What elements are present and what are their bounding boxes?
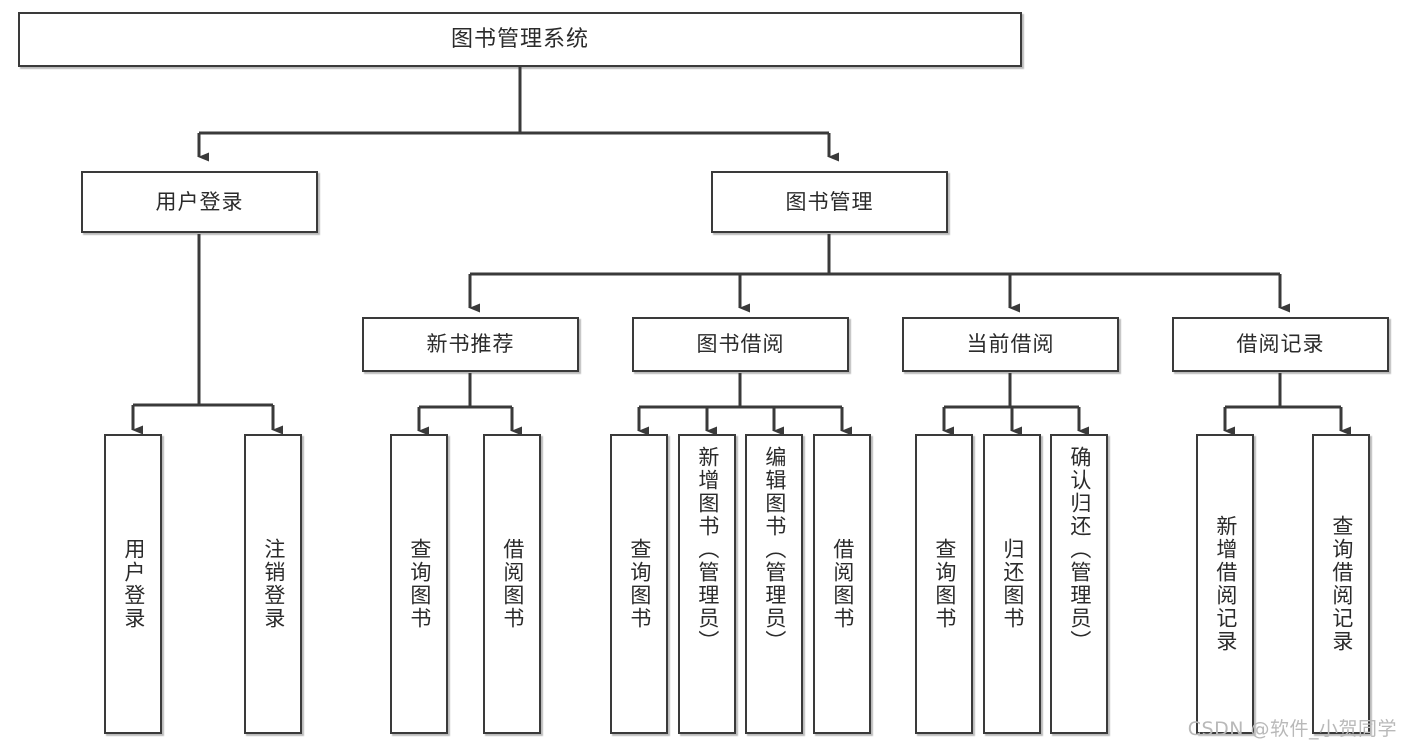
leaf-book-borrow-query-book[interactable]: 查询图书 [610,434,668,734]
leaf-user-login-logout[interactable]: 注销登录 [244,434,302,734]
leaf-new-book-borrow-book[interactable]: 借阅图书 [483,434,541,734]
leaf-book-borrow-edit-book-admin[interactable]: 编辑图书（管理员） [745,434,803,734]
leaf-label: 用户登录 [121,538,146,630]
leaf-current-borrow-query-book[interactable]: 查询图书 [915,434,973,734]
node-current-borrow[interactable]: 当前借阅 [902,317,1119,372]
node-book-borrow[interactable]: 图书借阅 [632,317,849,372]
node-current-borrow-label: 当前借阅 [966,332,1055,356]
leaf-label: 借阅图书 [500,538,525,630]
csdn-watermark: CSDN @软件_小贺同学 [1187,718,1397,740]
leaf-label: 编辑图书（管理员） [762,446,787,653]
leaf-label: 新增借阅记录 [1213,515,1238,653]
node-borrow-record[interactable]: 借阅记录 [1172,317,1389,372]
node-new-book-recommend[interactable]: 新书推荐 [362,317,579,372]
leaf-new-book-query-book[interactable]: 查询图书 [390,434,448,734]
node-book-management[interactable]: 图书管理 [711,171,948,233]
node-user-login[interactable]: 用户登录 [81,171,318,233]
leaf-label: 新增图书（管理员） [695,446,720,653]
leaf-label: 查询图书 [407,538,432,630]
leaf-current-borrow-return-book[interactable]: 归还图书 [983,434,1041,734]
leaf-label: 查询借阅记录 [1329,515,1354,653]
leaf-label: 确认归还（管理员） [1067,446,1092,653]
leaf-label: 注销登录 [261,538,286,630]
leaf-borrow-record-add-record[interactable]: 新增借阅记录 [1196,434,1254,734]
node-book-management-label: 图书管理 [785,189,874,214]
leaf-current-borrow-confirm-return-admin[interactable]: 确认归还（管理员） [1050,434,1108,734]
leaf-book-borrow-borrow-book[interactable]: 借阅图书 [813,434,871,734]
node-root-book-management-system[interactable]: 图书管理系统 [18,12,1022,67]
leaf-book-borrow-add-book-admin[interactable]: 新增图书（管理员） [678,434,736,734]
node-new-book-recommend-label: 新书推荐 [426,332,515,356]
node-root-label: 图书管理系统 [450,26,589,52]
leaf-borrow-record-query-record[interactable]: 查询借阅记录 [1312,434,1370,734]
leaf-label: 归还图书 [1000,538,1025,630]
leaf-label: 查询图书 [932,538,957,630]
node-user-login-label: 用户登录 [155,189,244,214]
node-borrow-record-label: 借阅记录 [1236,332,1325,356]
node-book-borrow-label: 图书借阅 [696,332,785,356]
leaf-user-login-login[interactable]: 用户登录 [104,434,162,734]
leaf-label: 查询图书 [627,538,652,630]
leaf-label: 借阅图书 [830,538,855,630]
